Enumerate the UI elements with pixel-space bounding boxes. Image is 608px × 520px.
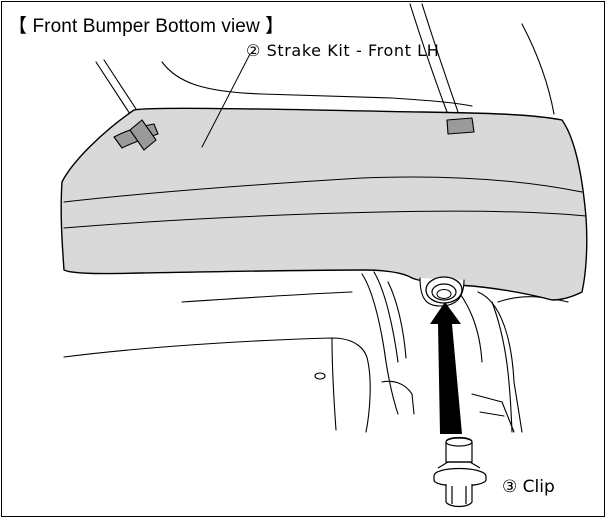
diagram-title: 【 Front Bumper Bottom view 】 — [8, 16, 285, 37]
underbody-line — [63, 337, 371, 433]
tape-patch — [446, 117, 475, 135]
part-crease — [63, 176, 583, 203]
clip-hole-core — [436, 289, 452, 299]
part-crease — [63, 210, 587, 229]
underbody-line — [497, 296, 569, 303]
body-line — [391, 97, 473, 107]
underbody-line — [331, 337, 337, 431]
strake-kit-part — [60, 107, 588, 301]
underbody-line — [471, 393, 515, 433]
body-line — [409, 3, 448, 113]
body-line — [521, 23, 555, 115]
body-line — [421, 3, 459, 113]
underbody-line — [373, 271, 399, 363]
body-hole — [314, 372, 326, 380]
underbody-line — [387, 281, 407, 359]
underbody-line — [491, 301, 513, 433]
underbody-line — [361, 273, 399, 415]
underbody-line — [479, 411, 505, 417]
underbody-line — [181, 291, 353, 303]
underbody-line — [381, 380, 415, 415]
strake-kit-label: ② Strake Kit - Front LH — [246, 41, 440, 60]
leader-line — [201, 53, 251, 148]
clip-part — [433, 436, 487, 508]
clip-stem — [445, 484, 473, 508]
clip-label: ③ Clip — [502, 477, 555, 497]
clip-flange — [433, 467, 487, 487]
underbody-line — [477, 291, 523, 433]
body-line — [161, 61, 393, 99]
body-line — [103, 59, 139, 113]
body-line — [95, 61, 131, 115]
up-arrow-icon — [430, 302, 462, 434]
tape-patch — [129, 119, 157, 151]
